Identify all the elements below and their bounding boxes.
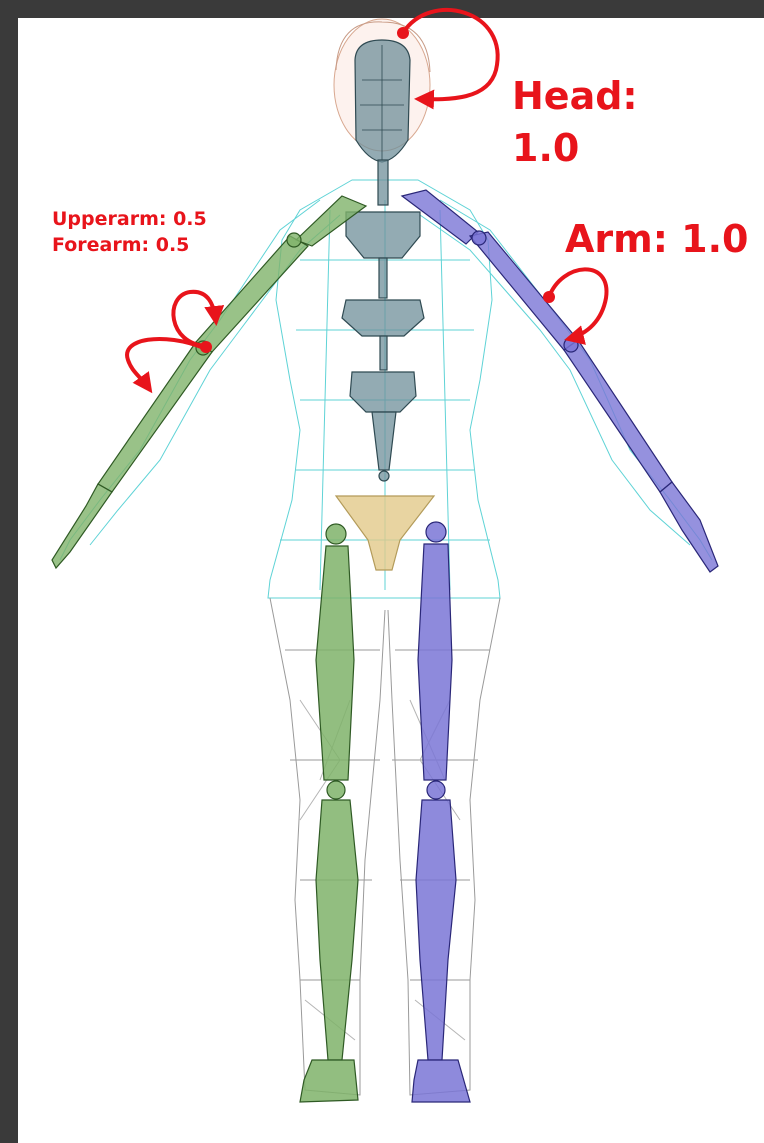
forearm-weight-label: Forearm: 0.5 <box>52 232 189 258</box>
left-forearm-bone <box>98 342 212 492</box>
upperarm-weight-label: Upperarm: 0.5 <box>52 206 207 232</box>
left-leg-bones <box>300 524 358 1102</box>
right-foot-bone <box>412 1060 470 1102</box>
head-weight-label: Head: <box>512 70 638 122</box>
head-bone <box>355 40 410 162</box>
hips-bone-stem <box>372 412 396 470</box>
head-weight-value: 1.0 <box>512 122 579 174</box>
pelvis-bone <box>336 496 434 570</box>
legs-wireframe <box>270 598 500 1095</box>
left-upperarm-bone <box>196 236 308 352</box>
arm-anchor-dot <box>543 291 555 303</box>
right-thigh-bone <box>418 544 452 780</box>
chest-bone <box>346 212 420 258</box>
right-upperarm-bone <box>470 232 578 350</box>
spine-lower-bone <box>350 372 416 412</box>
left-foot-bone <box>300 1060 358 1102</box>
arm-weight-label: Arm: 1.0 <box>565 214 749 264</box>
left-shin-bone <box>316 800 358 1060</box>
right-leg-bones <box>412 522 470 1102</box>
right-forearm-bone <box>564 340 672 492</box>
left-hand-bone <box>52 484 112 568</box>
left-thigh-bone <box>316 546 354 780</box>
spine-upper-bone <box>342 300 424 336</box>
head-anchor-dot <box>397 27 409 39</box>
elbow-anchor-dot <box>200 341 212 353</box>
right-shin-bone <box>416 800 456 1060</box>
neck-bone <box>378 160 388 205</box>
